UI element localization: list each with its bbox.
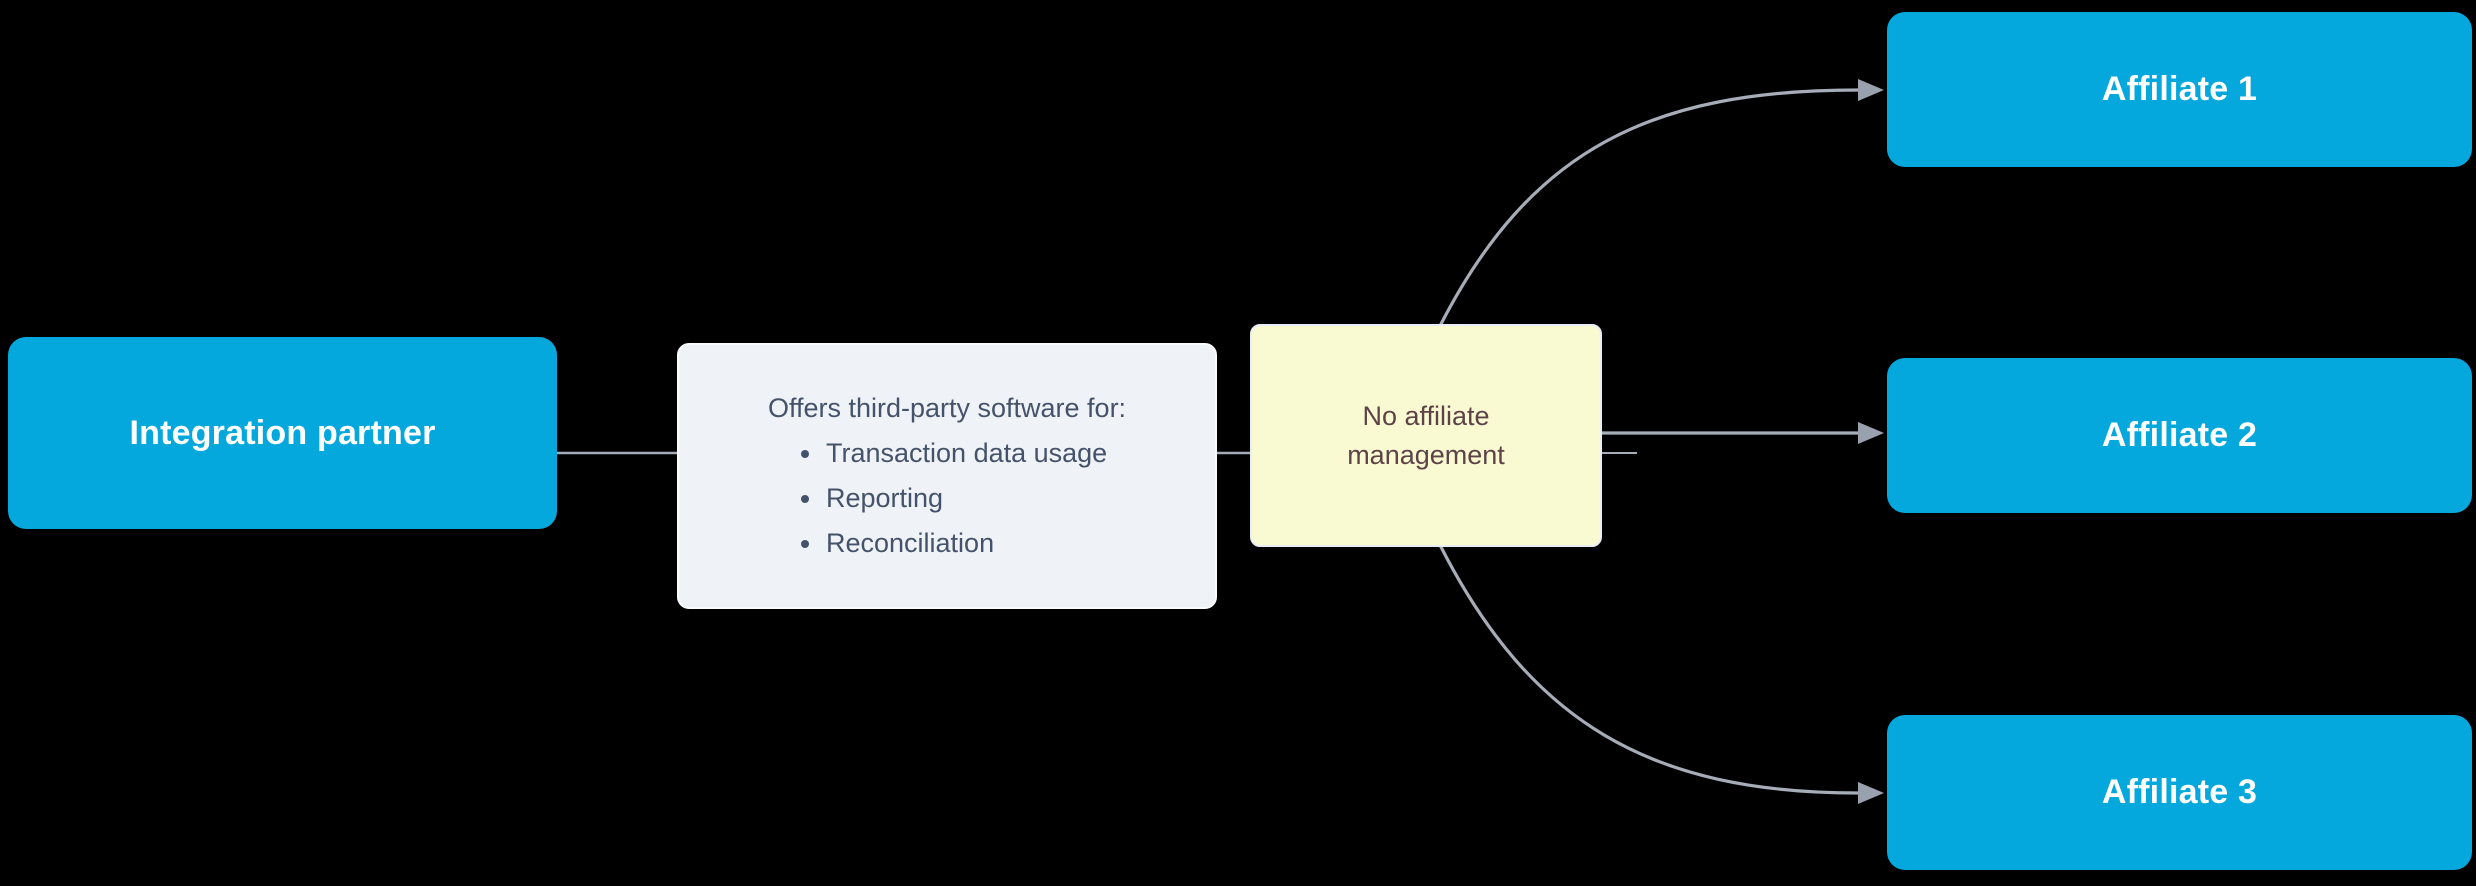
software-offer-list: Transaction data usage Reporting Reconci… [679, 431, 1215, 566]
affiliate-3-label: Affiliate 3 [2101, 773, 2258, 811]
integration-partner-label: Integration partner [129, 413, 436, 452]
affiliate-1-label: Affiliate 1 [2101, 70, 2258, 108]
software-offer-bullet: Reporting [824, 476, 1215, 521]
node-affiliate-3: Affiliate 3 [1887, 715, 2472, 870]
edge-to-affiliate-3 [1438, 544, 1859, 795]
edge-to-affiliate-1 [1438, 88, 1859, 327]
node-no-affiliate-management: No affiliate management [1250, 324, 1602, 547]
arrowhead-affiliate-2 [1858, 422, 1884, 444]
software-offer-bullet: Transaction data usage [824, 431, 1215, 476]
arrowhead-affiliate-3 [1858, 782, 1884, 804]
software-offer-bullet: Reconciliation [824, 521, 1215, 566]
no-affiliate-management-label: No affiliate management [1347, 400, 1505, 470]
software-offer-heading: Offers third-party software for: [767, 393, 1127, 423]
node-affiliate-2: Affiliate 2 [1887, 358, 2472, 513]
affiliate-2-label: Affiliate 2 [2101, 416, 2258, 454]
node-affiliate-1: Affiliate 1 [1887, 12, 2472, 167]
node-software-offer: Offers third-party software for: Transac… [677, 343, 1217, 609]
arrowhead-affiliate-1 [1858, 79, 1884, 101]
node-integration-partner: Integration partner [8, 337, 557, 529]
